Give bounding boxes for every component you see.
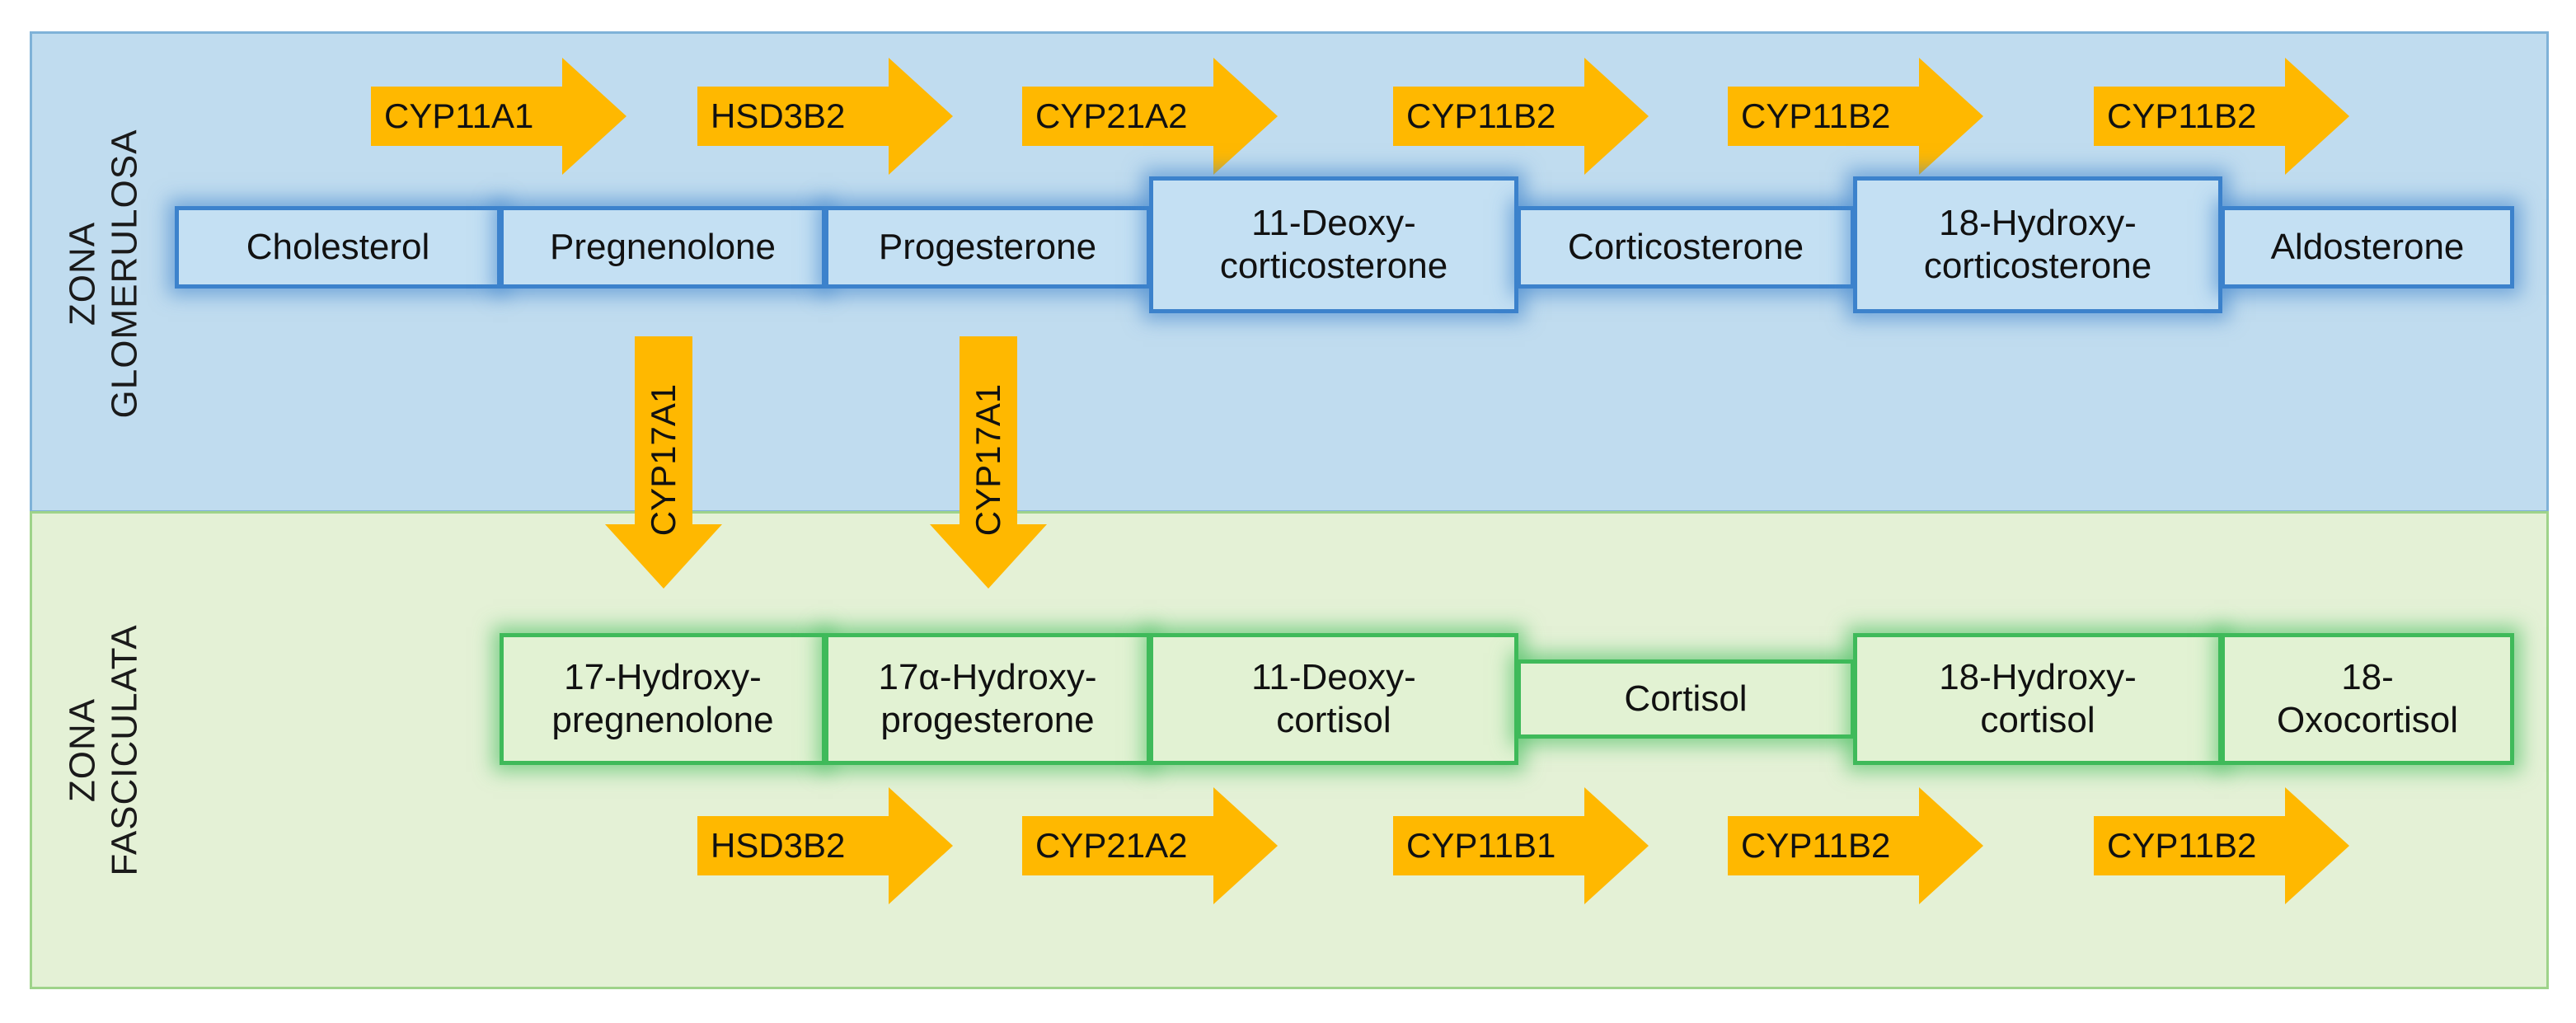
steroid-box-pregnenolone: Pregnenolone [500, 206, 826, 289]
cyp21a2-label-glomerulosa: CYP21A2 [1035, 96, 1188, 135]
steroid-box-progesterone: Progesterone [824, 206, 1151, 289]
cyp17a1-arrow-2: CYP17A1 [927, 336, 1050, 589]
zona-glomerulosa-label-line1: ZONA [62, 221, 103, 326]
zona-fasciculata-label-line2: FASCICULATA [104, 624, 144, 876]
cyp11a1-arrow: CYP11A1 [371, 58, 626, 175]
hsd3b2-label-glomerulosa: HSD3B2 [711, 96, 846, 135]
steroid-label-pregnenolone: Pregnenolone [549, 227, 776, 268]
steroid-label-corticosterone: Corticosterone [1567, 227, 1804, 268]
cyp11b1-label-fasciculata: CYP11B1 [1406, 826, 1556, 865]
zona-fasciculata-label: ZONA FASCICULATA [62, 624, 145, 875]
cyp11b1-arrow-fasciculata: CYP11B1 [1393, 787, 1649, 904]
zona-fasciculata-label-line1: ZONA [62, 697, 103, 803]
steroid-label-18-hydroxycorticosterone: 18-Hydroxy- corticosterone [1923, 203, 2152, 286]
cyp17a1-arrow-1: CYP17A1 [602, 336, 725, 589]
hsd3b2-arrow-fasciculata: HSD3B2 [697, 787, 953, 904]
steroid-label-progesterone: Progesterone [878, 227, 1097, 268]
steroid-box-cortisol: Cortisol [1517, 659, 1855, 739]
steroid-box-cholesterol: Cholesterol [175, 206, 501, 289]
steroid-label-cholesterol: Cholesterol [246, 227, 430, 268]
hsd3b2-label-fasciculata: HSD3B2 [711, 826, 846, 865]
zona-glomerulosa-label: ZONA GLOMERULOSA [62, 129, 145, 419]
cyp21a2-label-fasciculata: CYP21A2 [1035, 826, 1188, 865]
cyp17a1-label-1: CYP17A1 [644, 383, 683, 537]
steroid-label-18-oxocortisol: 18- Oxocortisol [2276, 657, 2459, 740]
cyp11b2-arrow-glomerulosa-2: CYP11B2 [1728, 58, 1983, 175]
cyp11b2-arrow-glomerulosa-3: CYP11B2 [2094, 58, 2349, 175]
cyp11b2-arrow-glomerulosa-1: CYP11B2 [1393, 58, 1649, 175]
cyp11b2-label-glomerulosa-1: CYP11B2 [1406, 96, 1556, 135]
steroid-box-11-deoxycortisol: 11-Deoxy- cortisol [1149, 633, 1518, 765]
cyp11b2-label-glomerulosa-2: CYP11B2 [1741, 96, 1891, 135]
steroid-box-17-hydroxypregnenolone: 17-Hydroxy- pregnenolone [500, 633, 826, 765]
cyp21a2-arrow-fasciculata: CYP21A2 [1022, 787, 1278, 904]
zona-glomerulosa-label-line2: GLOMERULOSA [104, 129, 144, 419]
steroid-label-18-hydroxycortisol: 18-Hydroxy- cortisol [1939, 657, 2137, 740]
steroid-box-18-hydroxycortisol: 18-Hydroxy- cortisol [1853, 633, 2222, 765]
steroid-label-17-hydroxypregnenolone: 17-Hydroxy- pregnenolone [551, 657, 774, 740]
steroid-label-11-deoxycorticosterone: 11-Deoxy- corticosterone [1219, 203, 1448, 286]
steroid-label-17a-hydroxyprogesterone: 17α-Hydroxy- progesterone [878, 657, 1097, 740]
cyp11a1-label: CYP11A1 [384, 96, 534, 135]
cyp11b2-label-fasciculata-1: CYP11B2 [1741, 826, 1891, 865]
cyp17a1-label-2: CYP17A1 [969, 383, 1007, 537]
cyp11b2-label-fasciculata-2: CYP11B2 [2107, 826, 2257, 865]
steroid-box-18-oxocortisol: 18- Oxocortisol [2221, 633, 2514, 765]
steroid-box-aldosterone: Aldosterone [2221, 206, 2514, 289]
steroid-label-11-deoxycortisol: 11-Deoxy- cortisol [1251, 657, 1416, 740]
steroid-label-cortisol: Cortisol [1624, 678, 1748, 720]
steroid-box-11-deoxycorticosterone: 11-Deoxy- corticosterone [1149, 176, 1518, 313]
cyp11b2-arrow-fasciculata-2: CYP11B2 [2094, 787, 2349, 904]
cyp11b2-arrow-fasciculata-1: CYP11B2 [1728, 787, 1983, 904]
steroid-box-corticosterone: Corticosterone [1517, 206, 1855, 289]
cyp11b2-label-glomerulosa-3: CYP11B2 [2107, 96, 2257, 135]
hsd3b2-arrow-glomerulosa: HSD3B2 [697, 58, 953, 175]
steroid-box-17a-hydroxyprogesterone: 17α-Hydroxy- progesterone [824, 633, 1151, 765]
steroid-label-aldosterone: Aldosterone [2270, 227, 2465, 268]
steroid-box-18-hydroxycorticosterone: 18-Hydroxy- corticosterone [1853, 176, 2222, 313]
cyp21a2-arrow-glomerulosa: CYP21A2 [1022, 58, 1278, 175]
